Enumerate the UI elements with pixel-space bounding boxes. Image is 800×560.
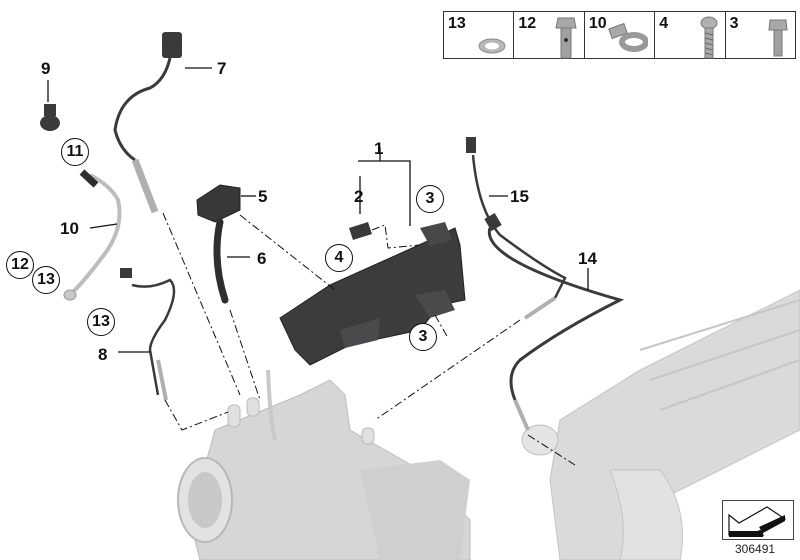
callout-9: 9 — [41, 59, 51, 78]
oxygen-sensor-illustration — [113, 32, 182, 214]
hose-illustration — [79, 169, 99, 188]
temperature-sensor-15-illustration — [466, 137, 567, 320]
manifold-illustration — [521, 289, 800, 560]
callout-15: 15 — [510, 187, 529, 206]
legend-cell-screw: 4 — [655, 12, 726, 59]
pressure-pipe-illustration — [70, 173, 122, 295]
washer-icon — [478, 38, 506, 54]
leader-lines — [47, 67, 589, 353]
callout-8: 8 — [98, 345, 108, 364]
callout-14: 14 — [578, 249, 597, 268]
callout-10-circled: 11 — [61, 138, 89, 166]
callout-4-circled: 4 — [325, 244, 353, 272]
callout-13-circled-lower: 13 — [87, 308, 115, 336]
legend-cell-hex-bolt: 3 — [726, 12, 795, 58]
orientation-arrow-icon — [728, 506, 787, 537]
legend-cell-washer: 13 — [444, 12, 515, 58]
callout-3-circled-upper: 3 — [416, 185, 444, 213]
small-parts-legend: 13 12 10 4 3 — [443, 11, 796, 59]
temperature-sensor-8-illustration — [120, 268, 176, 401]
screw-icon — [700, 16, 718, 59]
callout-1: 1 — [374, 139, 384, 158]
banjo-bolt-icon — [555, 17, 577, 59]
callout-2: 2 — [354, 187, 364, 206]
callout-7: 7 — [217, 59, 227, 78]
legend-cell-banjo-bolt: 12 — [514, 12, 585, 59]
bracket-illustration — [279, 222, 466, 366]
diagram-reference-number: 306491 — [735, 542, 776, 556]
vacuum-hose-illustration — [213, 218, 229, 304]
temperature-sensor-14-illustration — [484, 212, 625, 431]
legend-cell-hose-clamp: 10 — [585, 12, 656, 58]
grommet-illustration — [349, 222, 372, 240]
hex-bolt-icon — [768, 19, 788, 57]
callout-13-circled-upper: 13 — [32, 266, 60, 294]
pressure-sensor-illustration — [40, 104, 60, 131]
hose-clamp-icon — [608, 22, 649, 52]
orientation-indicator — [722, 500, 794, 540]
callout-3-circled-lower: 3 — [409, 323, 437, 351]
callout-11: 10 — [60, 219, 79, 238]
callout-5: 5 — [258, 187, 268, 206]
connection-lines — [162, 212, 576, 466]
pressure-converter-illustration — [196, 184, 241, 223]
callout-12-circled: 12 — [6, 251, 34, 279]
particulate-filter-illustration — [177, 369, 471, 560]
callout-6: 6 — [257, 249, 267, 268]
